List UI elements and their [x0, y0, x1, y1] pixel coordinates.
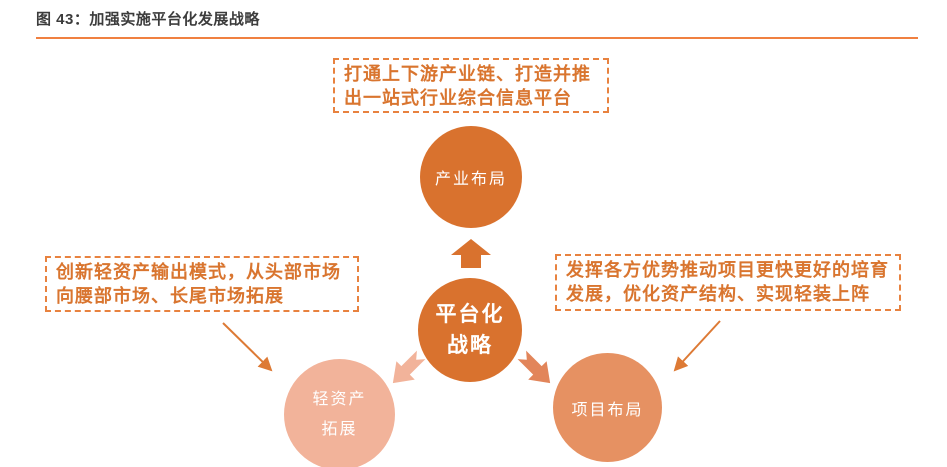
title-underline — [36, 37, 918, 39]
right-note-box: 发挥各方优势推动项目更快更好的培育发展，优化资产结构、实现轻装上阵 — [555, 254, 901, 311]
center-circle-platform-strategy: 平台化 战略 — [418, 278, 522, 382]
left-note-box: 创新轻资产输出模式，从头部市场向腰部市场、长尾市场拓展 — [45, 256, 359, 312]
left-thin-arrow-icon — [222, 322, 273, 372]
left-block-arrow-icon — [392, 350, 426, 384]
top-note-text: 打通上下游产业链、打造并推出一站式行业综合信息平台 — [344, 64, 591, 108]
bottom-left-circle-light-asset: 轻资产 拓展 — [284, 359, 395, 467]
left-note-text: 创新轻资产输出模式，从头部市场向腰部市场、长尾市场拓展 — [56, 262, 341, 306]
up-block-arrow-icon — [451, 239, 491, 268]
top-circle-label: 产业布局 — [434, 171, 507, 188]
bottom-left-circle-label-line2: 拓展 — [321, 420, 358, 438]
center-circle-label-line1: 平台化 — [435, 303, 505, 326]
top-circle-industry-layout: 产业布局 — [420, 126, 522, 228]
center-circle-label-line2: 战略 — [447, 334, 493, 357]
top-note-box: 打通上下游产业链、打造并推出一站式行业综合信息平台 — [333, 58, 609, 113]
right-note-text: 发挥各方优势推动项目更快更好的培育发展，优化资产结构、实现轻装上阵 — [566, 260, 889, 304]
bottom-left-circle-label-line1: 轻资产 — [312, 390, 367, 408]
right-block-arrow-icon — [517, 350, 551, 384]
right-thin-arrow-icon — [673, 320, 721, 372]
bottom-right-circle-project-layout: 项目布局 — [553, 353, 662, 462]
figure-title: 图 43：加强实施平台化发展战略 — [36, 11, 260, 28]
bottom-right-circle-label: 项目布局 — [571, 401, 644, 419]
